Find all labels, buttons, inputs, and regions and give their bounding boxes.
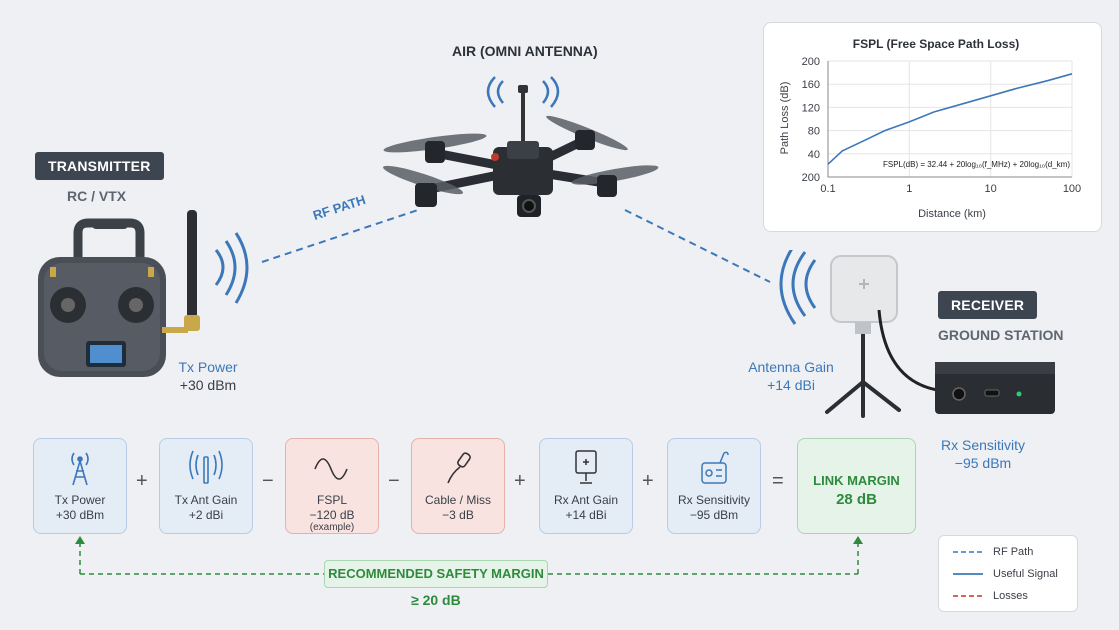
tx-power-caption: Tx Power +30 dBm [170, 358, 246, 394]
chart-x-tick-label: 10 [985, 183, 997, 195]
antenna-gain-label: Antenna Gain [748, 359, 834, 375]
rx-sensitivity-box: Rx Sensitivity −95 dBm [667, 438, 761, 534]
rc-transmitter-illustration [38, 210, 249, 377]
operator-minus: − [262, 470, 274, 492]
receiver-signal-icon [779, 250, 817, 325]
fspl-box-label: FSPL [316, 493, 347, 507]
safety-margin-value: ≥ 20 dB [411, 592, 461, 608]
cable-loss-box-value: −3 dB [442, 508, 474, 522]
transmitter-signal-icon [214, 232, 249, 304]
rx-ant-gain-box: Rx Ant Gain +14 dBi [539, 438, 633, 534]
antenna-gain-caption: Antenna Gain +14 dBi [745, 358, 837, 394]
tx-power-value: +30 dBm [179, 377, 237, 393]
link-margin-value: 28 dB [836, 491, 877, 508]
tx-power-label: Tx Power [178, 359, 238, 375]
transmitter-subtitle: RC / VTX [67, 188, 127, 204]
safety-margin-label: RECOMMENDED SAFETY MARGIN [324, 560, 548, 588]
tx-power-box-value: +30 dBm [55, 508, 105, 522]
fspl-chart-panel: FSPL (Free Space Path Loss) Path Loss (d… [763, 22, 1102, 232]
fspl-box-note: (example) [309, 522, 355, 533]
receiver-device-icon [701, 451, 729, 484]
operator-plus: + [642, 470, 654, 492]
chart-x-tick-label: 1 [906, 183, 912, 195]
antenna-icon [189, 450, 223, 484]
drone-signal-icon [486, 76, 560, 108]
panel-antenna-icon [575, 450, 597, 484]
drone-illustration [383, 76, 659, 217]
rx-sensitivity-box-value: −95 dBm [689, 508, 739, 522]
chart-series-line [827, 73, 1073, 165]
tx-power-box-label: Tx Power [54, 493, 106, 507]
link-margin-box: LINK MARGIN 28 dB [797, 438, 916, 534]
transmitter-tag: TRANSMITTER [35, 152, 164, 180]
legend-label: Useful Signal [993, 568, 1058, 580]
antenna-gain-value: +14 dBi [767, 377, 815, 393]
tx-power-box: Tx Power +30 dBm [33, 438, 127, 534]
legend: RF Path Useful Signal Losses [938, 535, 1078, 612]
fspl-chart: FSPL (Free Space Path Loss) Path Loss (d… [779, 37, 1081, 220]
chart-x-axis-label: Distance (km) [918, 208, 986, 220]
chart-y-tick-label: 160 [802, 79, 820, 91]
air-label: AIR (OMNI ANTENNA) [452, 43, 598, 59]
chart-y-tick-label: 200 [802, 56, 820, 68]
chart-y-tick-label: 40 [808, 149, 820, 161]
rx-ant-gain-box-label: Rx Ant Gain [553, 493, 619, 507]
rx-sensitivity-value: −95 dBm [954, 455, 1012, 471]
sine-wave-icon [314, 458, 348, 480]
legend-item-rf-path: RF Path [953, 546, 1033, 558]
tx-ant-gain-box-value: +2 dBi [188, 508, 224, 522]
chart-y-tick-label: 200 [802, 172, 820, 184]
receiver-tag: RECEIVER [938, 291, 1038, 319]
rx-sensitivity-caption: Rx Sensitivity −95 dBm [938, 436, 1028, 472]
legend-item-useful-signal: Useful Signal [953, 568, 1058, 580]
chart-y-tick-label: 120 [802, 102, 820, 114]
chart-y-tick-label: 80 [808, 126, 820, 138]
ground-station-illustration [779, 250, 1055, 418]
receiver-subtitle: GROUND STATION [938, 327, 1064, 343]
cable-icon [447, 452, 471, 484]
fspl-box: FSPL −120 dB (example) [285, 438, 379, 534]
chart-axes [827, 61, 1072, 178]
operator-plus: + [514, 470, 526, 492]
legend-label: Losses [993, 590, 1028, 602]
fspl-box-value: −120 dB [309, 508, 355, 522]
cable-loss-box-label: Cable / Miss [424, 493, 492, 507]
chart-x-tick-label: 0.1 [820, 183, 835, 195]
tx-ant-gain-box: Tx Ant Gain +2 dBi [159, 438, 253, 534]
link-margin-label: LINK MARGIN [813, 473, 900, 488]
tx-ant-gain-box-label: Tx Ant Gain [174, 493, 238, 507]
rx-sensitivity-label: Rx Sensitivity [940, 437, 1026, 453]
rx-ant-gain-box-value: +14 dBi [565, 508, 607, 522]
legend-label: RF Path [993, 546, 1034, 558]
chart-formula: FSPL(dB) = 32.44 + 20log₁₀(f_MHz) + 20lo… [883, 160, 1070, 169]
cable-loss-box: Cable / Miss −3 dB [411, 438, 505, 534]
operator-minus: − [388, 470, 400, 492]
cell-tower-icon [71, 452, 89, 486]
operator-plus: + [136, 470, 148, 492]
rx-sensitivity-box-label: Rx Sensitivity [677, 493, 751, 507]
operator-equals: = [772, 470, 784, 492]
chart-title: FSPL (Free Space Path Loss) [853, 37, 1020, 51]
chart-y-axis-label: Path Loss (dB) [779, 82, 791, 155]
legend-item-losses: Losses [953, 590, 1028, 602]
chart-x-tick-label: 100 [1063, 183, 1081, 195]
